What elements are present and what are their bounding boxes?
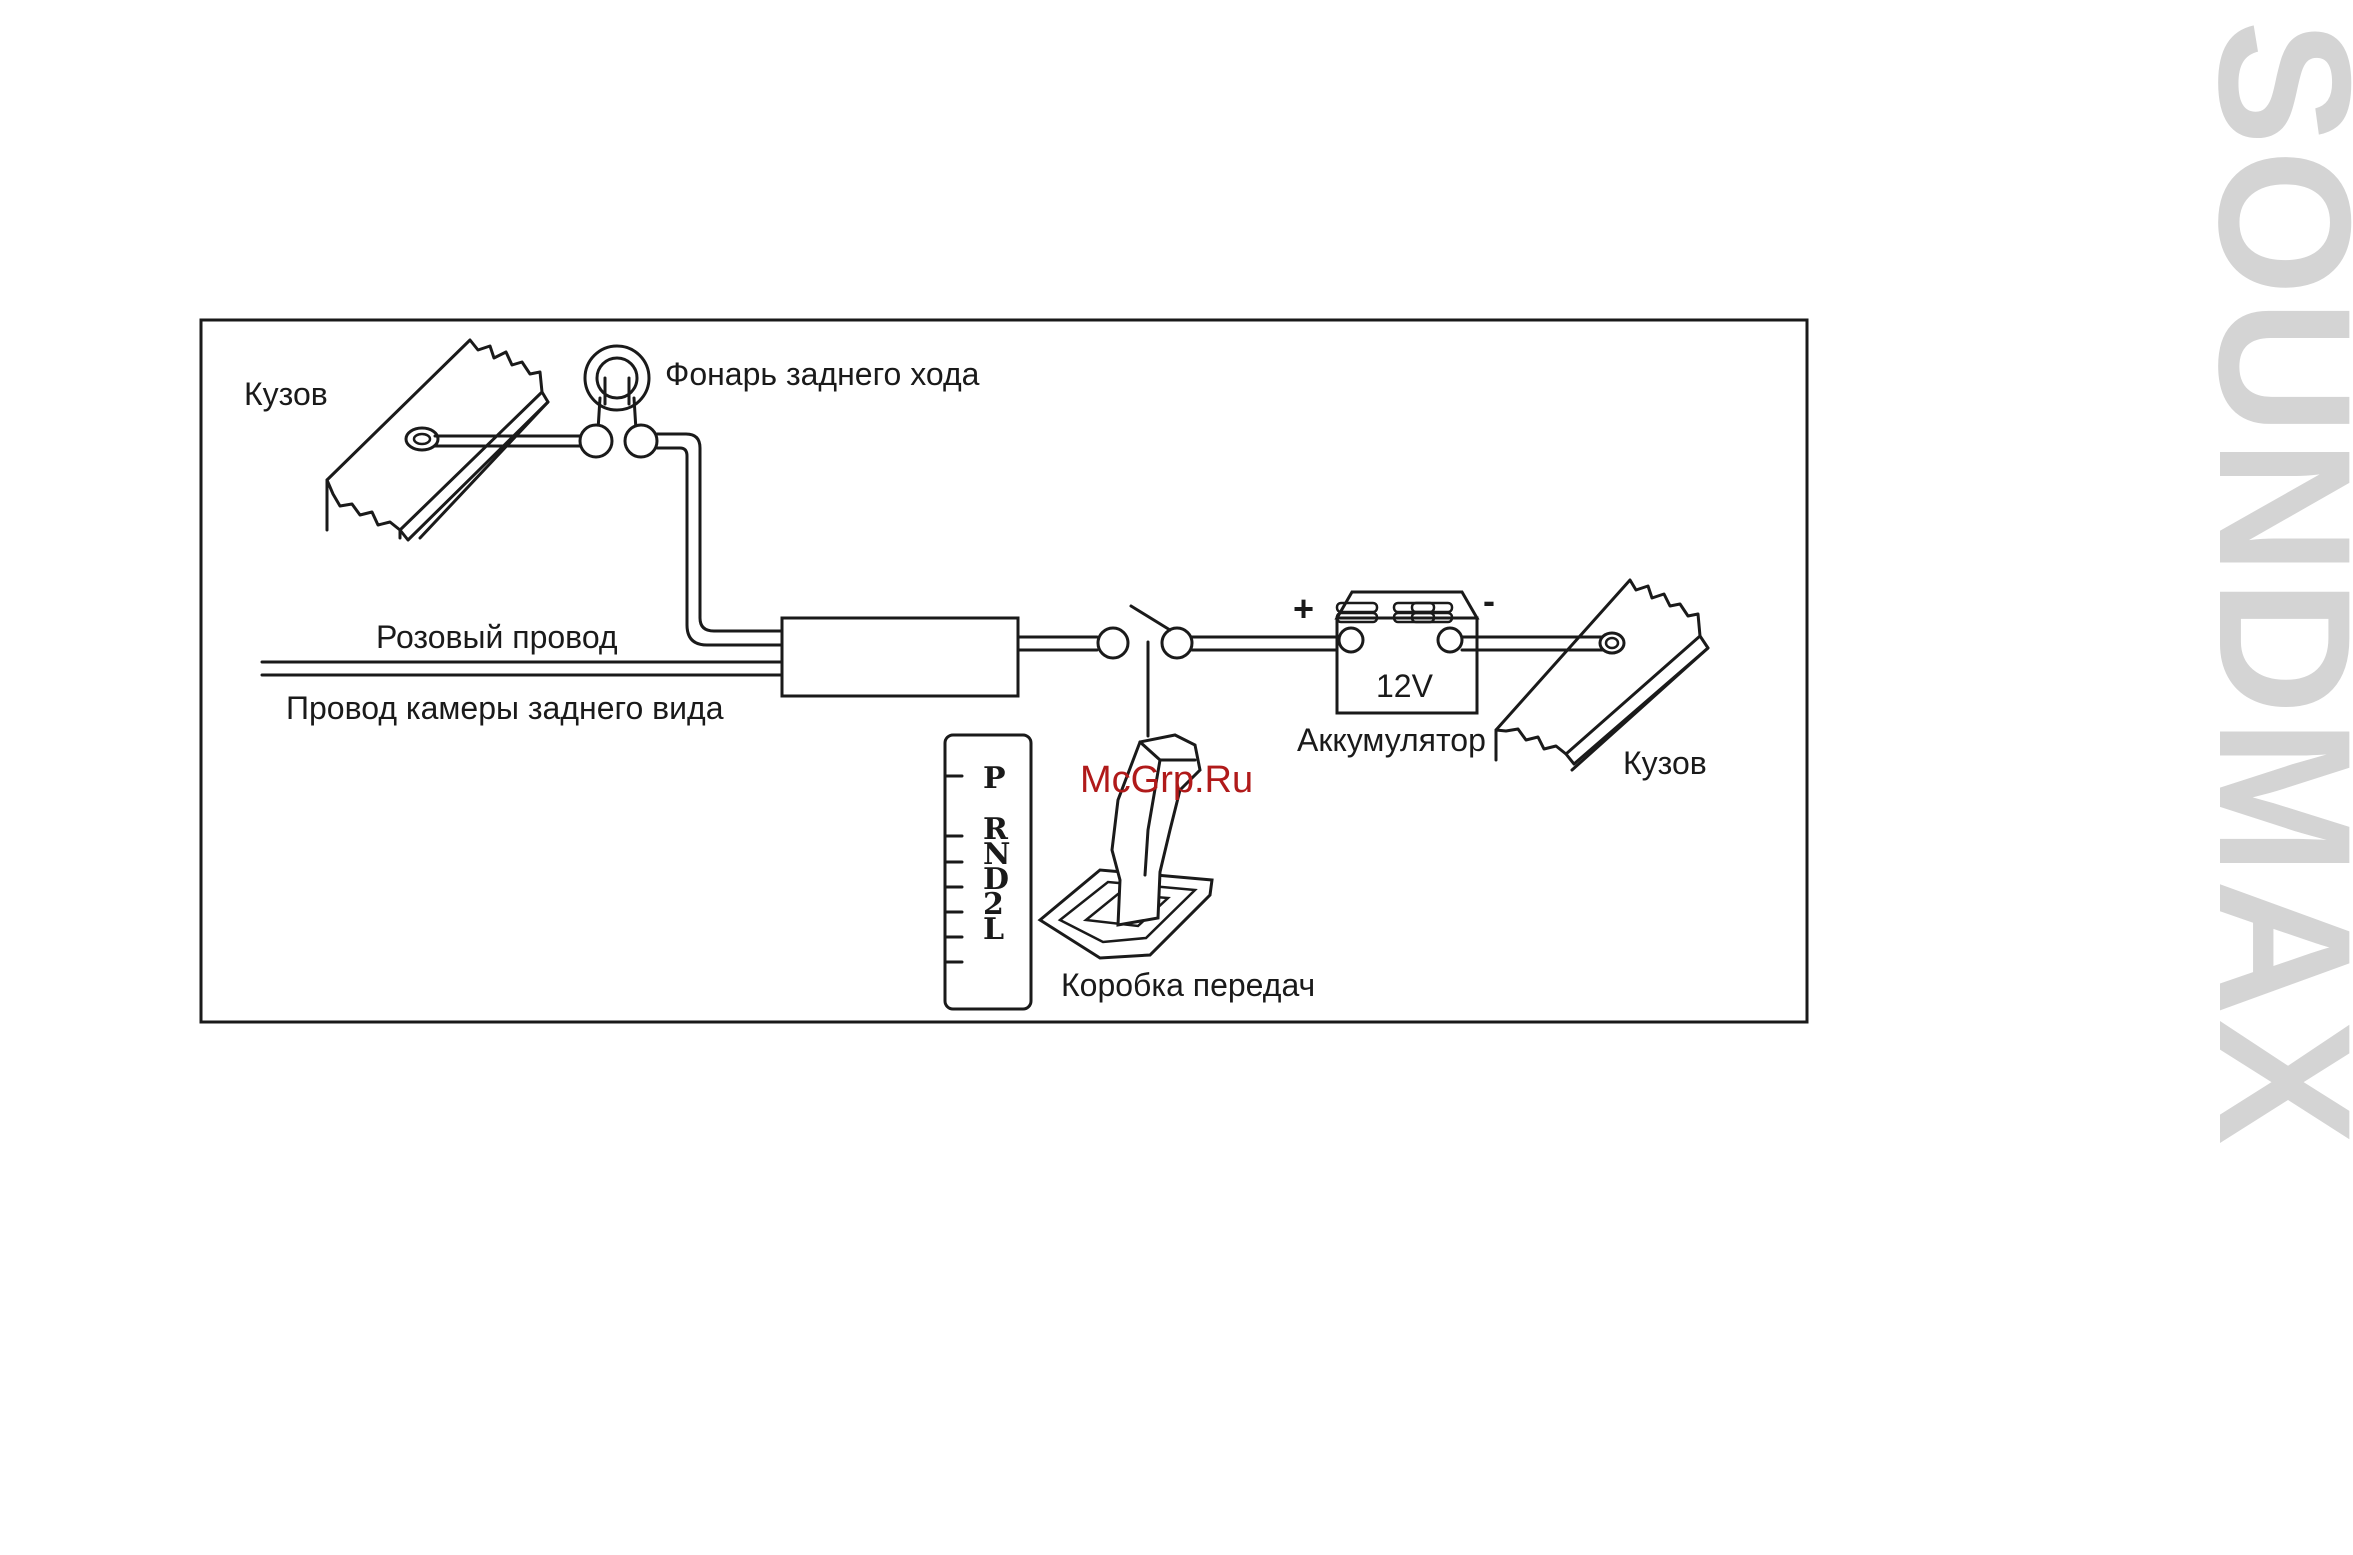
watermark: McGrp.Ru: [1080, 759, 1253, 801]
lamp-terminal-left: [580, 425, 612, 457]
car-body-right-icon: [1496, 580, 1708, 770]
connector-box: [782, 618, 1018, 696]
reverse-lamp-icon: [585, 346, 649, 430]
battery-voltage-label: 12V: [1376, 668, 1434, 704]
reverse-lamp-label: Фонарь заднего хода: [665, 356, 980, 392]
gearbox-label: Коробка передач: [1061, 967, 1315, 1003]
car-body-left-icon: [327, 340, 548, 540]
camera-wire-label: Провод камеры заднего вида: [286, 690, 724, 726]
brand-logo: SOUNDMAX: [2180, 20, 2353, 1149]
body-left-label: Кузов: [244, 376, 328, 412]
battery-minus-label: -: [1483, 580, 1495, 621]
switch-terminal-left: [1098, 628, 1128, 658]
battery-plus-label: +: [1293, 588, 1314, 629]
switch-blade: [1131, 606, 1170, 630]
pink-wire-label: Розовый провод: [376, 619, 618, 655]
gear-position-p: P: [983, 761, 1006, 796]
battery-label: Аккумулятор: [1297, 722, 1486, 758]
lamp-terminal-right: [625, 425, 657, 457]
switch-terminal-right: [1162, 628, 1192, 658]
body-right-label: Кузов: [1623, 745, 1707, 781]
gear-position-l: L: [983, 912, 1004, 947]
